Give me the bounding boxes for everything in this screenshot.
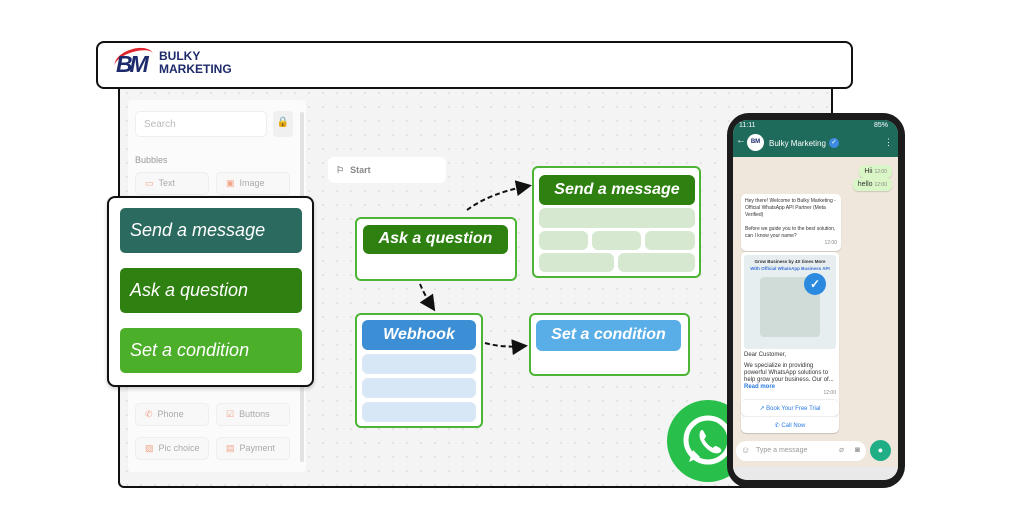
logo: BM — [116, 51, 149, 77]
message-input[interactable]: ☺ Type a message ⌀ ◙ — [736, 441, 866, 461]
flag-icon: ⚐ — [336, 165, 345, 175]
node-title: Set a condition — [536, 320, 681, 351]
whatsapp-screen: 11:11 85% ← BM Bulky Marketing ✓ ⋮ Hii 1… — [733, 120, 898, 480]
emoji-icon[interactable]: ☺ — [741, 445, 751, 455]
ask-question-node[interactable]: Ask a question — [355, 217, 517, 281]
cta-label: Call Now — [781, 423, 806, 429]
checkbox-icon: ☑ — [226, 409, 235, 419]
content-row — [362, 354, 476, 374]
bubble-image[interactable]: ▣ Image — [216, 172, 290, 195]
menu-icon[interactable]: ⋮ — [884, 137, 893, 147]
msg-time: 12:00 — [823, 390, 836, 396]
content-row — [539, 231, 588, 250]
content-row — [592, 231, 641, 250]
set-condition-node[interactable]: Set a condition — [529, 313, 690, 376]
connector-ask-send — [466, 180, 532, 211]
connector-webhook-condition — [484, 339, 528, 356]
node-title: Send a message — [539, 175, 695, 205]
msg-text: hello — [857, 181, 873, 188]
picture-icon: ▨ — [145, 443, 154, 453]
start-label: Start — [350, 165, 371, 175]
input-payment[interactable]: ▤ Payment — [216, 437, 290, 460]
msg-text: Hey there! Welcome to Bulky Marketing - … — [745, 198, 836, 218]
label: Payment — [239, 443, 276, 453]
send-message-block[interactable]: Send a message — [120, 208, 302, 253]
msg-time: 12:00 — [874, 169, 887, 175]
phone-icon: ✆ — [145, 409, 153, 419]
msg-time: 12:00 — [874, 182, 887, 188]
message-out: hello 12:00 — [852, 178, 892, 191]
msg-text: Before we guide you to the best solution… — [745, 226, 836, 239]
ask-question-block[interactable]: Ask a question — [120, 268, 302, 313]
camera-icon[interactable]: ◙ — [855, 445, 860, 454]
msg-text: Hii — [864, 168, 873, 175]
mic-icon: ● — [877, 445, 884, 455]
label: Phone — [157, 409, 184, 419]
label: Image — [239, 178, 265, 188]
input-buttons[interactable]: ☑ Buttons — [216, 403, 290, 426]
external-link-icon: ↗ — [759, 406, 767, 412]
promo-image[interactable]: Grow Business by 4X times More With Offi… — [744, 255, 836, 349]
content-row — [362, 378, 476, 398]
node-title: Webhook — [362, 320, 476, 350]
msg-text: Dear Customer, — [744, 352, 787, 358]
start-node[interactable]: ⚐ Start — [328, 157, 446, 183]
book-trial-button[interactable]: ↗ Book Your Free Trial — [741, 399, 839, 416]
webhook-node[interactable]: Webhook — [355, 313, 483, 428]
read-more-link[interactable]: Read more — [744, 384, 776, 390]
lock-icon: 🔒 — [276, 117, 290, 128]
input-phone[interactable]: ✆ Phone — [135, 403, 209, 426]
verified-badge-icon: ✓ — [804, 273, 826, 295]
flow-canvas[interactable]: Search 🔒 Bubbles ▭ Text ▣ Image ✆ Phone ☑ Bu… — [118, 86, 833, 488]
bubble-text[interactable]: ▭ Text — [135, 172, 209, 195]
content-row — [539, 253, 614, 272]
phone-mockup: 11:11 85% ← BM Bulky Marketing ✓ ⋮ Hii 1… — [727, 113, 905, 488]
contact-name[interactable]: Bulky Marketing — [769, 139, 826, 148]
connector-ask-webhook — [419, 283, 436, 312]
avatar[interactable]: BM — [747, 134, 764, 151]
label: Text — [158, 178, 176, 188]
back-arrow-icon[interactable]: ← — [736, 135, 746, 146]
verified-icon: ✓ — [829, 138, 839, 148]
search-input[interactable]: Search — [135, 111, 267, 137]
mic-button[interactable]: ● — [870, 440, 891, 461]
battery-level: 85% — [873, 122, 888, 129]
content-row — [362, 402, 476, 422]
image-icon: ▣ — [226, 178, 235, 188]
status-time: 11:11 — [739, 122, 756, 129]
input-placeholder: Type a message — [756, 447, 808, 454]
content-row — [539, 208, 695, 228]
card-icon: ▤ — [226, 443, 235, 453]
label: Buttons — [239, 409, 270, 419]
chat-header: 11:11 85% ← BM Bulky Marketing ✓ ⋮ — [733, 120, 898, 157]
call-now-button[interactable]: ✆ Call Now — [741, 416, 839, 433]
msg-text: We specialize in providing powerful What… — [744, 363, 834, 383]
content-row — [618, 253, 695, 272]
node-title: Ask a question — [363, 225, 508, 254]
welcome-message: Hey there! Welcome to Bulky Marketing - … — [741, 194, 841, 251]
phone-icon: ✆ — [774, 423, 782, 429]
msg-time: 12:00 — [824, 240, 837, 246]
attach-icon[interactable]: ⌀ — [839, 445, 844, 454]
section-label: Bubbles — [135, 155, 168, 165]
brand-line1: BULKY — [159, 49, 201, 63]
brand-line2: MARKETING — [159, 62, 232, 76]
block-palette-card: Send a message Ask a question Set a cond… — [107, 196, 314, 387]
message-out: Hii 12:00 — [859, 165, 892, 178]
content-row — [645, 231, 695, 250]
send-message-node[interactable]: Send a message — [532, 166, 701, 278]
chat-icon: ▭ — [145, 178, 154, 188]
banner-title: Grow Business by 4X times More — [754, 259, 826, 264]
nav-bar — [733, 467, 898, 480]
set-condition-block[interactable]: Set a condition — [120, 328, 302, 373]
banner-subtitle: With Official WhatsApp Business API — [750, 266, 830, 271]
lock-button[interactable]: 🔒 — [273, 111, 293, 137]
label: Pic choice — [158, 443, 200, 453]
input-pic-choice[interactable]: ▨ Pic choice — [135, 437, 209, 460]
cta-label: Book Your Free Trial — [766, 406, 821, 412]
